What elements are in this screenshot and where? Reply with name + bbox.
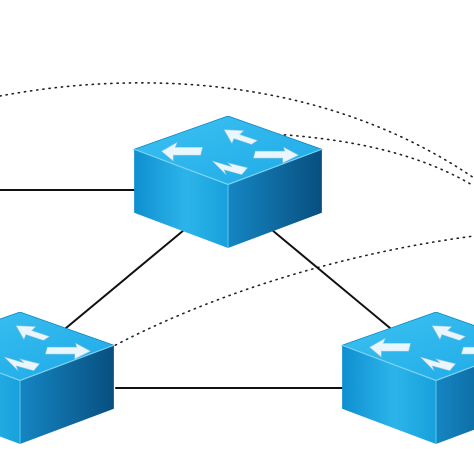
network-switch-icon [133,116,323,248]
link-top-to-left [59,229,185,334]
switch-left [0,312,115,444]
link-top-to-right [271,229,397,334]
network-switch-icon [341,312,474,444]
switch-top [133,116,323,248]
dotted-link-left-switch-right [109,235,474,349]
dotted-link-arc-top [0,82,474,179]
network-switch-icon [0,312,115,444]
switch-right [341,312,474,444]
links [0,82,474,389]
